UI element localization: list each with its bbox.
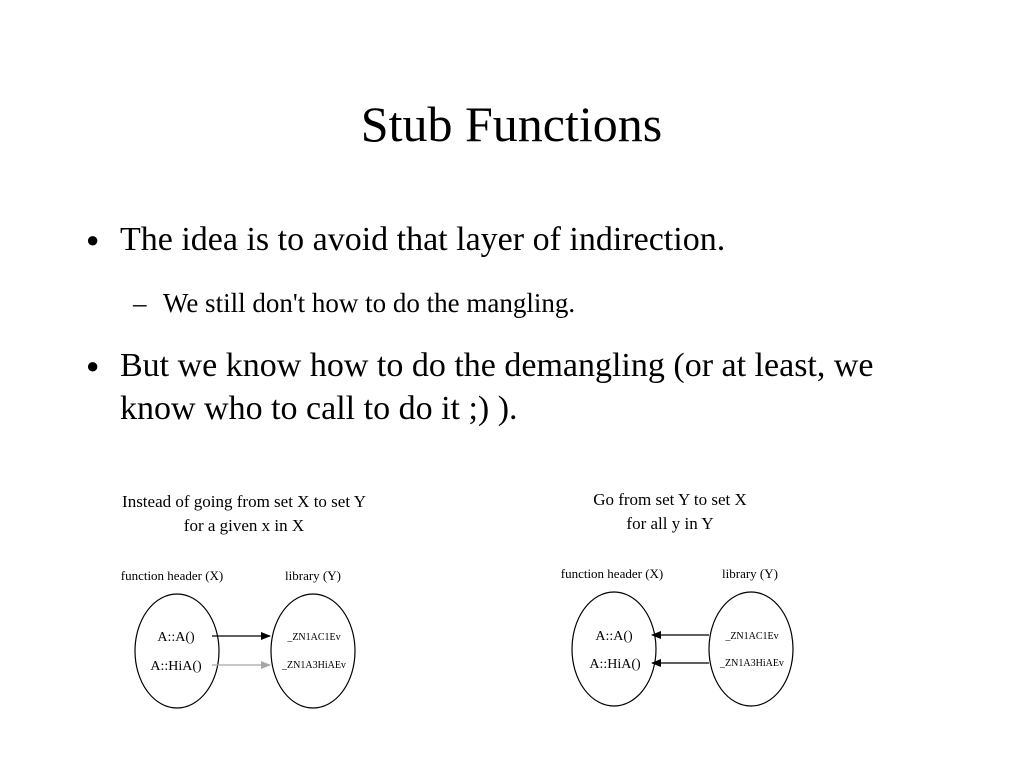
- bullet-item-1: ● The idea is to avoid that layer of ind…: [86, 218, 916, 261]
- right-y-item-1: _ZN1AC1Ev: [724, 631, 778, 642]
- left-set-x-ellipse: [134, 593, 220, 709]
- left-y-item-1: _ZN1AC1Ev: [286, 632, 340, 643]
- dash-icon: –: [133, 288, 147, 318]
- right-set-y-ellipse: [708, 591, 794, 707]
- right-set-x-label: function header (X): [561, 566, 664, 581]
- right-caption-line1: Go from set Y to set X: [593, 490, 747, 509]
- right-set-y-label: library (Y): [722, 566, 778, 581]
- left-x-item-1: A::A(): [157, 630, 195, 645]
- bullet-dot-icon: ●: [86, 353, 100, 378]
- left-x-item-2: A::HiA(): [150, 659, 202, 674]
- right-x-item-2: A::HiA(): [589, 657, 641, 672]
- sub-bullet-item-1: – We still don't how to do the mangling.: [133, 286, 913, 320]
- bullet-item-2: ● But we know how to do the demangling (…: [86, 344, 916, 430]
- left-set-y-label: library (Y): [285, 568, 341, 583]
- bullet-dot-icon: ●: [86, 227, 100, 252]
- left-diagram: Instead of going from set X to set Y for…: [121, 492, 366, 709]
- right-y-item-2: _ZN1A3HiAEv: [719, 658, 784, 669]
- left-y-item-2: _ZN1A3HiAEv: [281, 660, 346, 671]
- right-caption-line2: for all y in Y: [626, 514, 713, 533]
- left-set-y-ellipse: [270, 593, 356, 709]
- sub-bullet-text: We still don't how to do the mangling.: [163, 288, 576, 318]
- right-x-item-1: A::A(): [595, 629, 633, 644]
- left-caption-line1: Instead of going from set X to set Y: [122, 492, 366, 511]
- right-set-x-ellipse: [571, 591, 657, 707]
- left-set-x-label: function header (X): [121, 568, 224, 583]
- slide-title: Stub Functions: [360, 96, 663, 152]
- bullet-text: But we know how to do the demangling (or…: [120, 347, 874, 427]
- bullet-text: The idea is to avoid that layer of indir…: [120, 221, 726, 258]
- right-diagram: Go from set Y to set X for all y in Y fu…: [561, 490, 794, 707]
- left-caption-line2: for a given x in X: [184, 516, 304, 535]
